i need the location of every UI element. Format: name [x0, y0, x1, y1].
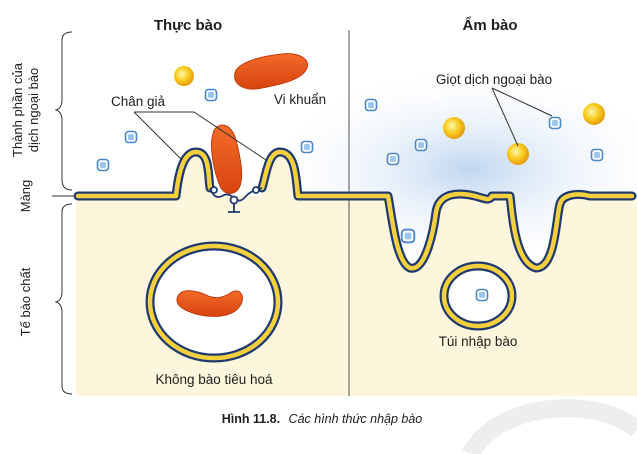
- free-bacterium: [234, 53, 308, 90]
- watermark-arc: [462, 399, 637, 454]
- extracellular-label-line2: dịch ngoại bào: [26, 68, 41, 153]
- membrane-receptors: [209, 186, 263, 213]
- caption-number: Hình 11.8.: [222, 412, 280, 426]
- molecule: [124, 130, 138, 144]
- figure-caption: Hình 11.8. Các hình thức nhập bào: [222, 410, 423, 427]
- molecule: [386, 152, 400, 166]
- cytoplasm-bracket: [54, 203, 73, 395]
- pinocytic-vesicle: [439, 261, 517, 331]
- molecule: [414, 138, 428, 152]
- molecule: [548, 116, 562, 130]
- pseudopod-label: Chân giả: [111, 94, 166, 109]
- digested-bacterium: [176, 290, 243, 317]
- phagocytosis-heading: Thực bào: [154, 17, 222, 34]
- caption-text: Các hình thức nhập bào: [289, 412, 423, 426]
- extracellular-bracket: [54, 31, 73, 191]
- invagination-molecule: [400, 228, 416, 244]
- ion-ball: [583, 103, 605, 125]
- ion-ball: [507, 143, 529, 165]
- ion-ball: [174, 66, 194, 86]
- vesicle-molecule: [475, 288, 489, 302]
- callout-lines: [133, 87, 553, 161]
- molecule: [364, 98, 378, 112]
- molecule: [204, 88, 218, 102]
- membrane-label: Màng: [18, 180, 33, 213]
- molecule: [300, 140, 314, 154]
- digestive-vacuole-label: Không bào tiêu hoá: [155, 372, 273, 387]
- molecule: [590, 148, 604, 162]
- droplets-label: Giọt dịch ngoại bào: [436, 72, 552, 87]
- bacterium-label: Vi khuẩn: [274, 92, 326, 107]
- pinocytic-vesicle-label: Túi nhập bào: [439, 334, 518, 349]
- pinocytosis-heading: Ẩm bào: [462, 16, 517, 34]
- molecule: [96, 158, 110, 172]
- ion-ball: [443, 117, 465, 139]
- cell-membrane: [73, 147, 637, 273]
- cytoplasm-label: Tế bào chất: [18, 267, 33, 336]
- digestive-vacuole: [145, 241, 283, 363]
- extracellular-label-line1: Thành phần của: [10, 62, 25, 157]
- engulfed-bacterium: [211, 124, 243, 194]
